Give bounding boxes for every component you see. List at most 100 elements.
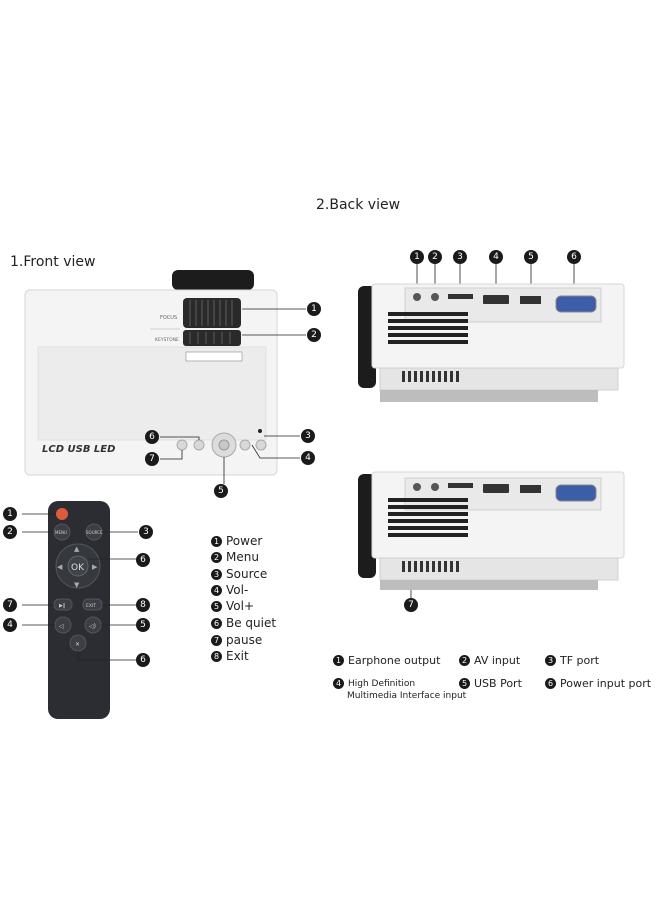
remote-right-arrow: ▶ [92, 563, 98, 571]
remote-callout-6b: 6 [136, 653, 150, 667]
legend-label-line2: Multimedia Interface input [347, 691, 467, 701]
port-callout-6: 6 [567, 250, 581, 264]
remote-left-arrow: ◀ [57, 563, 63, 571]
hdmi-port [483, 295, 509, 304]
lens-top [172, 270, 254, 290]
vga-power-port [555, 295, 597, 313]
port-callout-5: 5 [524, 250, 538, 264]
back-view-title: 2.Back view [316, 197, 401, 213]
remote-legend-item: 5 Vol+ [211, 599, 254, 613]
legend-num: 2 [459, 655, 470, 666]
callout-2: 2 [307, 328, 321, 342]
port-callout-3: 3 [453, 250, 467, 264]
legend-label: Menu [226, 550, 259, 564]
port-callout-1: 1 [410, 250, 424, 264]
front-button-exit [239, 439, 251, 451]
remote-legend-item: 8 Exit [211, 649, 249, 663]
callout-7: 7 [145, 452, 159, 466]
remote-menu-label: MENU [55, 530, 67, 535]
back-projector-illustration [358, 264, 625, 402]
brand-text: LCD USB LED [42, 444, 115, 455]
remote-callout-1: 1 [3, 507, 17, 521]
remote-exit-label: EXIT [86, 603, 96, 609]
callout-5: 5 [214, 484, 228, 498]
front-button-menu [193, 439, 205, 451]
front-projector-illustration: FOCUS KEYSTONE LCD USB LED [24, 270, 306, 484]
legend-label: Exit [226, 649, 249, 663]
legend-num: 8 [211, 650, 222, 662]
legend-label: Vol+ [226, 599, 255, 613]
front-dpad-center [218, 439, 230, 451]
legend-num: 1 [211, 535, 222, 547]
earphone-port [413, 293, 421, 301]
remote-legend-item: 4 Vol- [211, 583, 248, 597]
port-callout-4: 4 [489, 250, 503, 264]
remote-callout-7: 7 [3, 598, 17, 612]
legend-num: 1 [333, 655, 344, 666]
back-projector-illustration-2 [358, 471, 625, 599]
remote-legend-item: 2 Menu [211, 550, 259, 564]
front-button-mute [176, 439, 188, 451]
remote-callout-4: 4 [3, 618, 17, 632]
legend-label-line1: High Definition [348, 679, 416, 689]
back-bottom [380, 390, 598, 402]
legend-label: Source [226, 567, 268, 581]
remote-pause-button [53, 598, 73, 611]
remote-ok-label: OK [71, 563, 85, 573]
remote-down-arrow: ▼ [74, 581, 80, 589]
remote-callout-8: 8 [136, 598, 150, 612]
back-callout-7: 7 [404, 598, 418, 612]
legend-label: USB Port [474, 677, 522, 690]
port-legend-item: 3 TF port [545, 654, 599, 667]
keystone-wheel [183, 330, 241, 346]
remote-ok-button [67, 555, 89, 577]
legend-num: 6 [211, 617, 222, 629]
legend-label: Vol- [226, 583, 249, 597]
callout-6: 6 [145, 430, 159, 444]
remote-callout-3: 3 [139, 525, 153, 539]
remote-power-button [56, 508, 68, 520]
tf-port [448, 294, 473, 299]
callout-4: 4 [301, 451, 315, 465]
av-port [431, 293, 439, 301]
legend-label: AV input [474, 654, 521, 667]
remote-callout-2: 2 [3, 525, 17, 539]
remote-mute-icon: ✕ [75, 641, 80, 648]
focus-label: FOCUS [160, 315, 177, 321]
remote-callout-6a: 6 [136, 553, 150, 567]
callout-1: 1 [307, 302, 321, 316]
front-panel-window [37, 346, 267, 441]
port-legend-item: 2 AV input [459, 654, 520, 667]
remote-source-label: SOURCE [86, 530, 103, 535]
remote-legend-item: 3 Source [211, 567, 267, 581]
legend-num: 6 [545, 678, 556, 689]
legend-num: 3 [211, 568, 222, 580]
port-callout-2: 2 [428, 250, 442, 264]
remote-legend-item: 1 Power [211, 534, 262, 548]
port-legend-item: 5 USB Port [459, 677, 522, 690]
remote-vol-down-icon: ◁ [59, 623, 64, 630]
legend-num: 5 [211, 600, 222, 612]
legend-num: 3 [545, 655, 556, 666]
legend-label: Power [226, 534, 263, 548]
legend-num: 2 [211, 551, 222, 563]
remote-vol-up-icon: ◁) [89, 623, 96, 630]
legend-label: TF port [560, 654, 600, 667]
legend-num: 5 [459, 678, 470, 689]
legend-num: 4 [333, 678, 344, 689]
port-legend-item: 1 Earphone output [333, 654, 440, 667]
front-view-title: 1.Front view [10, 254, 96, 270]
front-button-power [255, 439, 267, 451]
port-legend-item: 4 High Definition Multimedia Interface in… [333, 678, 466, 702]
keystone-label: KEYSTONE [155, 337, 179, 343]
callout-3: 3 [301, 429, 315, 443]
indicator-strip [185, 351, 243, 362]
legend-label: Earphone output [348, 654, 441, 667]
remote-illustration: MENU SOURCE OK ▲ ▼ ◀ ▶ ▶‖ EXIT ◁ ◁) ✕ [22, 501, 138, 719]
remote-exit-button [82, 598, 103, 611]
remote-up-arrow: ▲ [74, 545, 80, 553]
legend-num: 4 [211, 584, 222, 596]
